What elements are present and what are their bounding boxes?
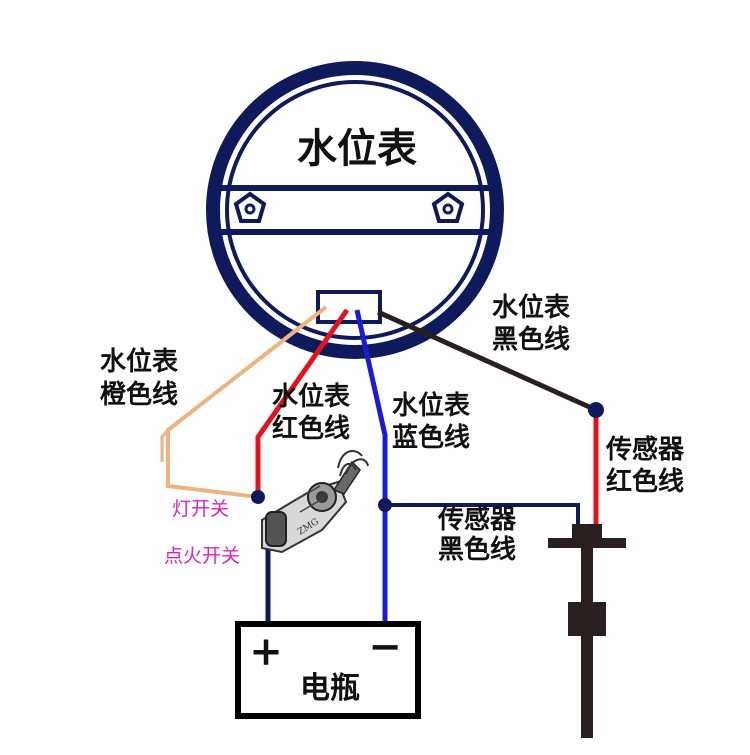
black-wire-label-1: 水位表 (492, 292, 571, 323)
gauge-title: 水位表 (297, 125, 417, 172)
sensor-black-label-2: 黑色线 (438, 534, 516, 565)
sensor-icon (548, 524, 626, 738)
sensor-black-wire (385, 503, 580, 530)
red-junction-node (251, 490, 265, 504)
sensor-red-label-1: 传感器 (605, 435, 685, 465)
ignition-switch-label: 点火开关 (164, 545, 240, 567)
gauge-inner-ring (225, 80, 485, 340)
orange-wire-label-1: 水位表 (100, 346, 179, 377)
gauge-outer-ring (206, 61, 504, 359)
battery-box (235, 621, 421, 719)
sensor-black-label-1: 传感器 (437, 505, 517, 535)
gauge-connector (316, 290, 382, 324)
red-wire (255, 308, 350, 497)
red-wire-label-1: 水位表 (272, 381, 351, 412)
orange-wire (166, 305, 328, 499)
blue-wire-label-1: 水位表 (392, 390, 471, 421)
sensor-red-node (588, 402, 604, 418)
black-wire-label-2: 黑色线 (492, 324, 570, 355)
sensor-rod (581, 548, 593, 738)
light-switch-label: 灯开关 (172, 498, 229, 520)
blue-wire (354, 309, 388, 625)
battery-plus: + (249, 628, 283, 675)
sensor-float (568, 602, 606, 636)
orange-wire-label-2: 橙色线 (100, 379, 178, 410)
red-wire-label-2: 红色线 (272, 413, 350, 444)
battery-icon: + − 电瓶 (235, 621, 421, 719)
black-wire (376, 309, 598, 413)
battery-minus: − (368, 623, 402, 670)
sensor-flange (548, 538, 626, 548)
ignition-switch-icon: ZMG (251, 450, 369, 625)
left-screw-icon (233, 191, 267, 223)
battery-label: 电瓶 (300, 671, 360, 706)
blue-junction-node (378, 498, 392, 512)
sensor-red-label-2: 红色线 (606, 466, 684, 497)
blue-wire-label-2: 蓝色线 (392, 422, 470, 453)
orange-wire-tick (160, 429, 170, 462)
right-screw-icon (431, 191, 465, 223)
water-gauge: 水位表 (206, 61, 504, 359)
